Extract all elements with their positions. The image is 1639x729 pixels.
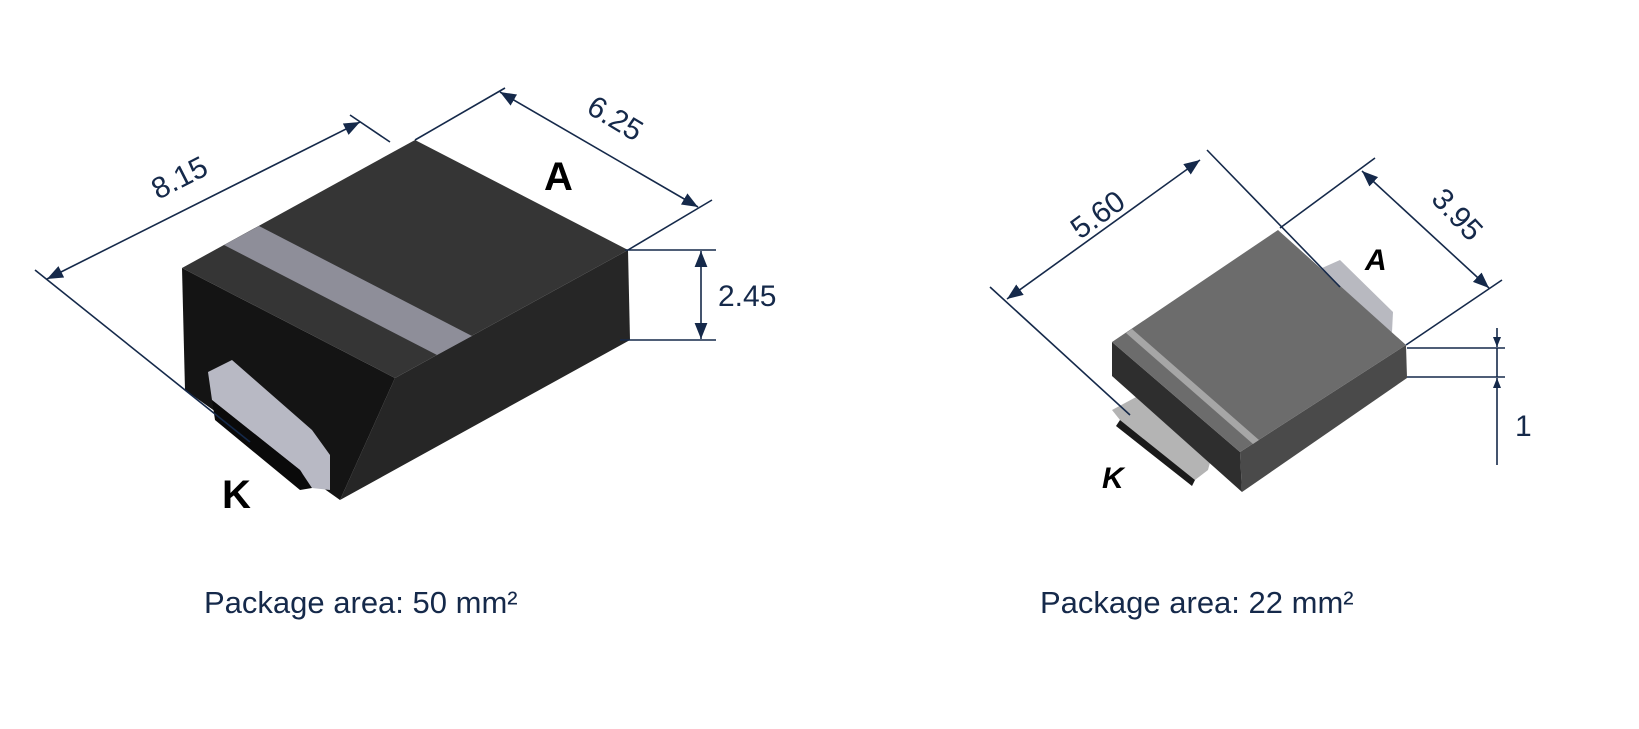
cathode-lead <box>1112 396 1212 480</box>
extension-line <box>349 114 391 143</box>
extension-line <box>1206 149 1341 288</box>
dimension-line-length <box>46 121 361 280</box>
extension-line <box>989 286 1131 416</box>
extension-line <box>627 199 713 251</box>
extension-line <box>414 87 506 141</box>
cathode-band <box>1126 329 1259 444</box>
extension-line <box>34 269 251 443</box>
package-body-right-face <box>1240 345 1407 492</box>
extension-line <box>1405 279 1503 346</box>
anode-label: A <box>1364 244 1387 277</box>
anode-label: A <box>544 155 573 199</box>
dimension-length-label: 8.15 <box>146 150 213 206</box>
package-small: 5.60 3.95 1 A K <box>989 149 1532 495</box>
dimension-height-label: 1 <box>1515 410 1532 443</box>
cathode-label: K <box>222 473 251 517</box>
cathode-lead-shadow <box>212 400 312 490</box>
package-large: 8.15 6.25 2.45 A K <box>34 87 776 517</box>
cathode-lead-edge <box>1116 420 1195 486</box>
package-body-left-face <box>182 268 395 500</box>
package-body-left-face <box>1112 342 1242 492</box>
package-area-caption-large: Package area: 50 mm² <box>204 585 518 620</box>
dimension-line-length <box>1006 159 1201 300</box>
extension-line <box>1279 157 1376 229</box>
dimension-height-label: 2.45 <box>718 280 776 313</box>
package-body-right-face <box>340 250 630 500</box>
dimension-length-label: 5.60 <box>1065 185 1132 246</box>
dimension-line-width <box>499 91 699 208</box>
dimension-width-label: 6.25 <box>581 90 648 148</box>
anode-lead <box>1322 260 1393 332</box>
package-area-caption-small: Package area: 22 mm² <box>1040 585 1354 620</box>
cathode-label: K <box>1102 462 1126 495</box>
cathode-lead <box>208 360 330 490</box>
package-body-top-face <box>1112 230 1406 452</box>
dimension-line-width <box>1361 170 1490 289</box>
